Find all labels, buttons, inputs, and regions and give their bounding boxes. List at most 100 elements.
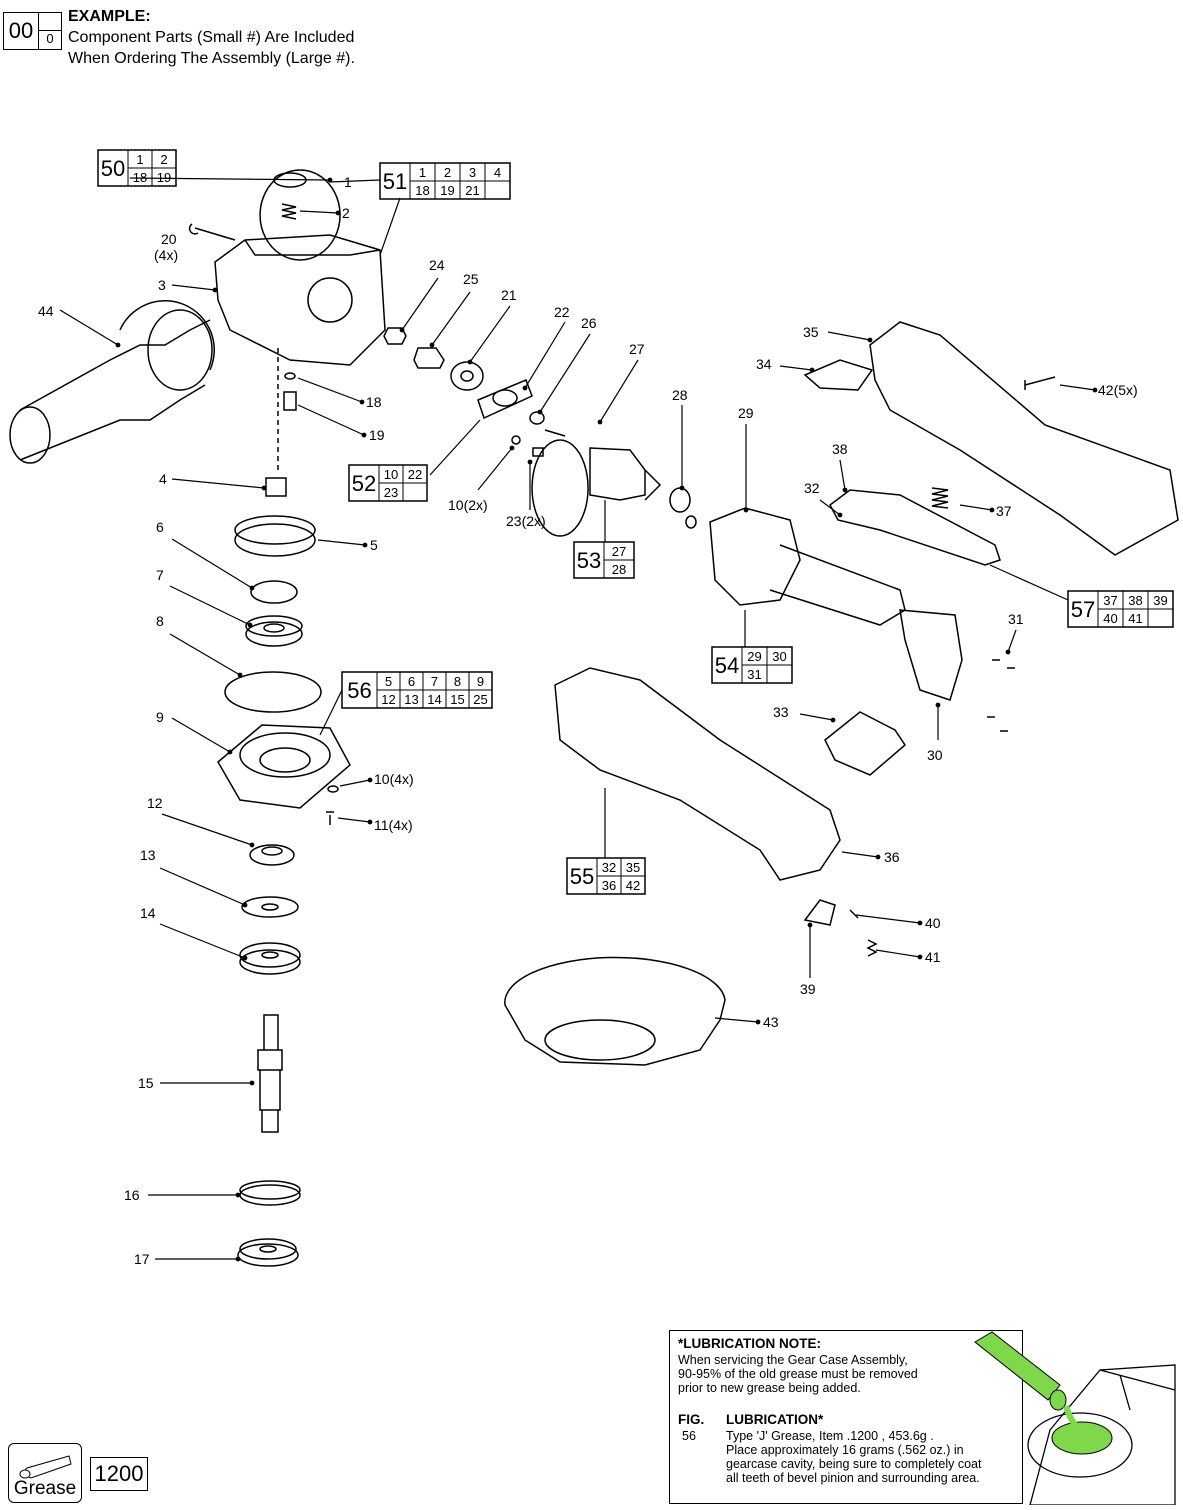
leader-line: [59, 309, 119, 346]
lubrication-note-line-1: When servicing the Gear Case Assembly,: [678, 1353, 908, 1367]
callout-17: 17: [134, 1251, 150, 1267]
assembly-part-number: 27: [612, 544, 626, 559]
callout-28: 28: [672, 387, 688, 403]
leader-arrow: [807, 922, 813, 928]
callout-31: 31: [1008, 611, 1024, 627]
callout-8: 8: [156, 613, 164, 629]
part-27-armature: [531, 439, 589, 537]
leader-line: [1007, 629, 1017, 653]
assembly-part-number: 1: [419, 165, 426, 180]
assembly-part-number: 29: [747, 649, 761, 664]
assembly-part-number: 21: [465, 183, 479, 198]
leader-arrow: [242, 902, 248, 908]
assembly-part-number: 30: [772, 649, 786, 664]
part-13-washer: [241, 896, 299, 918]
assembly-number: 52: [352, 471, 376, 496]
leader-line: [431, 291, 471, 346]
leader-line: [477, 447, 513, 491]
assembly-part-number: 18: [415, 183, 429, 198]
assembly-number: 50: [101, 156, 125, 181]
part-14-bevel-gear: [239, 949, 301, 975]
callout-27: 27: [629, 341, 645, 357]
callout-25: 25: [463, 271, 479, 287]
leader-arrow: [249, 585, 255, 591]
lubrication-note: *LUBRICATION NOTE: When servicing the Ge…: [669, 1330, 1023, 1504]
assembly-part-number: 9: [477, 674, 484, 689]
leader-line: [827, 331, 871, 341]
leader-line: [469, 305, 511, 363]
leader-line: [337, 817, 371, 823]
leader-line: [1059, 384, 1096, 391]
grease-tube-icon: [974, 1331, 1113, 1455]
leader-arrow: [237, 672, 243, 678]
part-26-washer: [529, 411, 545, 425]
assembly-leader-line: [329, 179, 381, 183]
assembly-part-number: 39: [1153, 593, 1167, 608]
part-11-screw: [326, 811, 334, 825]
leader-line: [317, 539, 366, 546]
leader-line: [401, 277, 439, 331]
assembly-part-number: 23: [384, 485, 398, 500]
assembly-part-number: 42: [626, 878, 640, 893]
leader-line: [297, 377, 363, 403]
leader-arrow: [509, 445, 515, 451]
leader-arrow: [875, 854, 881, 860]
part-9-bearing-housing: [217, 724, 351, 809]
leader-arrow: [743, 507, 749, 513]
lubrication-col-fig: FIG.: [678, 1412, 705, 1427]
part-3-gear-case: [214, 169, 386, 366]
leader-line: [171, 478, 265, 489]
part-21-bearing: [450, 361, 484, 391]
leader-line: [171, 538, 253, 589]
part-38-paddle-trigger: [829, 489, 1001, 566]
assembly-number: 55: [570, 864, 594, 889]
part-39-lockout: [803, 899, 836, 926]
assembly-leader-line: [989, 564, 1069, 601]
part-15-spindle: [257, 1014, 283, 1133]
lubrication-note-line-3: prior to new grease being added.: [678, 1381, 861, 1395]
leader-arrow: [679, 485, 685, 491]
callout-4: 4: [159, 471, 167, 487]
leader-arrow: [327, 177, 333, 183]
leader-line: [169, 633, 241, 676]
part-44-side-handle: [19, 300, 215, 461]
leader-arrow: [597, 419, 603, 425]
callout-3: 3: [158, 277, 166, 293]
leader-arrow: [842, 487, 848, 493]
leader-arrow: [212, 287, 218, 293]
assembly-leader-line: [429, 419, 481, 476]
assembly-part-number: 31: [747, 667, 761, 682]
leader-arrow: [429, 342, 435, 348]
lubrication-note-line-2: 90-95% of the old grease must be removed: [678, 1367, 918, 1381]
leader-arrow: [809, 367, 815, 373]
callout-29: 29: [738, 405, 754, 421]
leader-arrow: [527, 459, 533, 465]
leader-arrow: [227, 749, 233, 755]
assembly-number: 56: [347, 678, 371, 703]
leader-arrow: [537, 409, 543, 415]
callout-232x: 23(2x): [506, 513, 546, 529]
callout-34: 34: [756, 356, 772, 372]
callout-20: 20: [161, 231, 177, 247]
assembly-part-number: 4: [494, 165, 501, 180]
callout-19: 19: [369, 427, 385, 443]
leader-line: [839, 459, 846, 491]
assembly-part-number: 28: [612, 562, 626, 577]
leader-line: [959, 504, 993, 511]
leader-arrow: [362, 542, 368, 548]
leader-arrow: [1092, 387, 1098, 393]
callout-26: 26: [581, 315, 597, 331]
part-20-screw: [188, 223, 236, 241]
lubrication-fig-number: 56: [682, 1429, 696, 1443]
leader-line: [855, 914, 921, 924]
part-28-bearing: [669, 487, 691, 513]
leader-arrow: [917, 920, 923, 926]
leader-line: [799, 713, 834, 721]
example-big-box: 00: [3, 12, 39, 50]
leader-arrow: [917, 954, 923, 960]
leader-line: [819, 499, 841, 516]
assembly-leader-line: [319, 689, 343, 736]
